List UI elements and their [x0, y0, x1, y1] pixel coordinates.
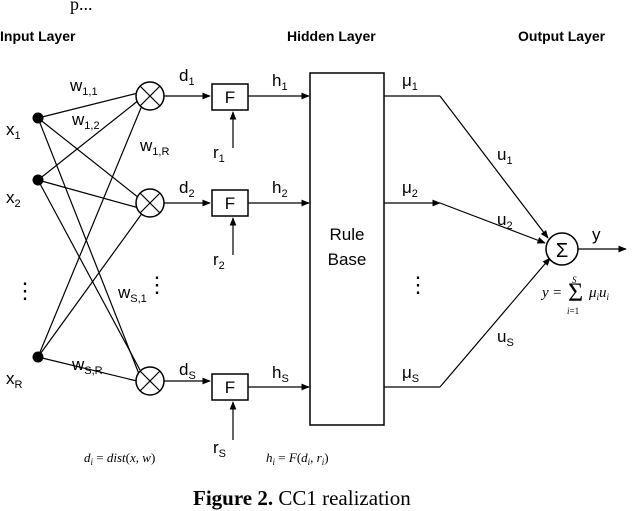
svg-text:μiui: μiui [588, 285, 610, 302]
membership-label-2: μ2 [402, 178, 418, 200]
formula-distance: di = dist(x, w) [84, 450, 155, 467]
hidden-layer-header: Hidden Layer [287, 28, 376, 44]
weight-connections [37, 92, 144, 382]
f-box-s [211, 373, 249, 401]
multiplier-node-1 [135, 81, 165, 111]
summation-symbol: Σ [556, 240, 568, 262]
membership-label-1: μ1 [402, 71, 418, 93]
rule-base-label-line2: Base [328, 250, 367, 269]
multiplier-node-2 [135, 188, 165, 218]
arrow-u1 [439, 95, 549, 239]
input-label-1: x1 [6, 120, 21, 142]
hidden-label-s: hS [272, 363, 289, 385]
radius-label-s: rS [213, 438, 226, 460]
ellipsis-inputs: ⋮ [14, 278, 36, 303]
distance-label-s: dS [179, 360, 196, 382]
hidden-label-1: h1 [272, 71, 288, 93]
formula-hidden: hi = F(di, ri) [266, 450, 329, 467]
consequent-label-1: u1 [497, 145, 513, 167]
f-box-label-1: F [225, 88, 235, 107]
rule-base-box [309, 72, 385, 426]
f-box-label-s: F [225, 378, 235, 397]
weight-label-1-r: w1,R [139, 136, 169, 158]
weight-label-1-1: w1,1 [69, 76, 98, 98]
membership-label-s: μS [402, 363, 419, 385]
weight-label-s-r: wS,R [71, 355, 103, 377]
f-box-2 [211, 189, 249, 217]
consequent-label-s: uS [497, 327, 514, 349]
figure-caption: Figure 2. CC1 realization [193, 486, 411, 510]
f-box-1 [211, 83, 249, 111]
svg-text:S: S [572, 275, 577, 285]
weight-label-1-2: w1,2 [71, 110, 100, 132]
ellipsis-memberships: ⋮ [407, 272, 429, 297]
input-node-r [32, 351, 44, 363]
input-node-2 [32, 174, 44, 186]
weight-label-s-1: wS,1 [117, 283, 147, 305]
output-label: y [592, 225, 601, 244]
output-layer-header: Output Layer [518, 28, 606, 44]
distance-label-1: d1 [179, 66, 195, 88]
ellipsis-multipliers: ⋮ [146, 272, 168, 297]
input-node-1 [32, 112, 44, 124]
svg-text:=: = [553, 285, 561, 301]
consequent-label-2: u2 [497, 210, 513, 232]
multiplier-node-s [135, 366, 165, 396]
input-label-r: xR [6, 369, 23, 391]
svg-text:Σ: Σ [568, 278, 583, 307]
arrow-u2 [439, 202, 546, 244]
input-layer-header: Input Layer [0, 28, 76, 44]
formula-output: y = Σ S i=1 μiui [540, 275, 610, 316]
hidden-label-2: h2 [272, 178, 288, 200]
arrow-us [439, 257, 551, 388]
svg-text:y: y [540, 285, 549, 301]
radius-label-2: r2 [213, 250, 225, 272]
svg-text:i=1: i=1 [567, 306, 579, 316]
distance-label-2: d2 [179, 178, 195, 200]
rule-base-label-line1: Rule [330, 225, 365, 244]
input-label-2: x2 [6, 188, 21, 210]
radius-label-1: r1 [213, 143, 225, 165]
f-box-label-2: F [225, 194, 235, 213]
top-fragment: p... [70, 0, 93, 14]
